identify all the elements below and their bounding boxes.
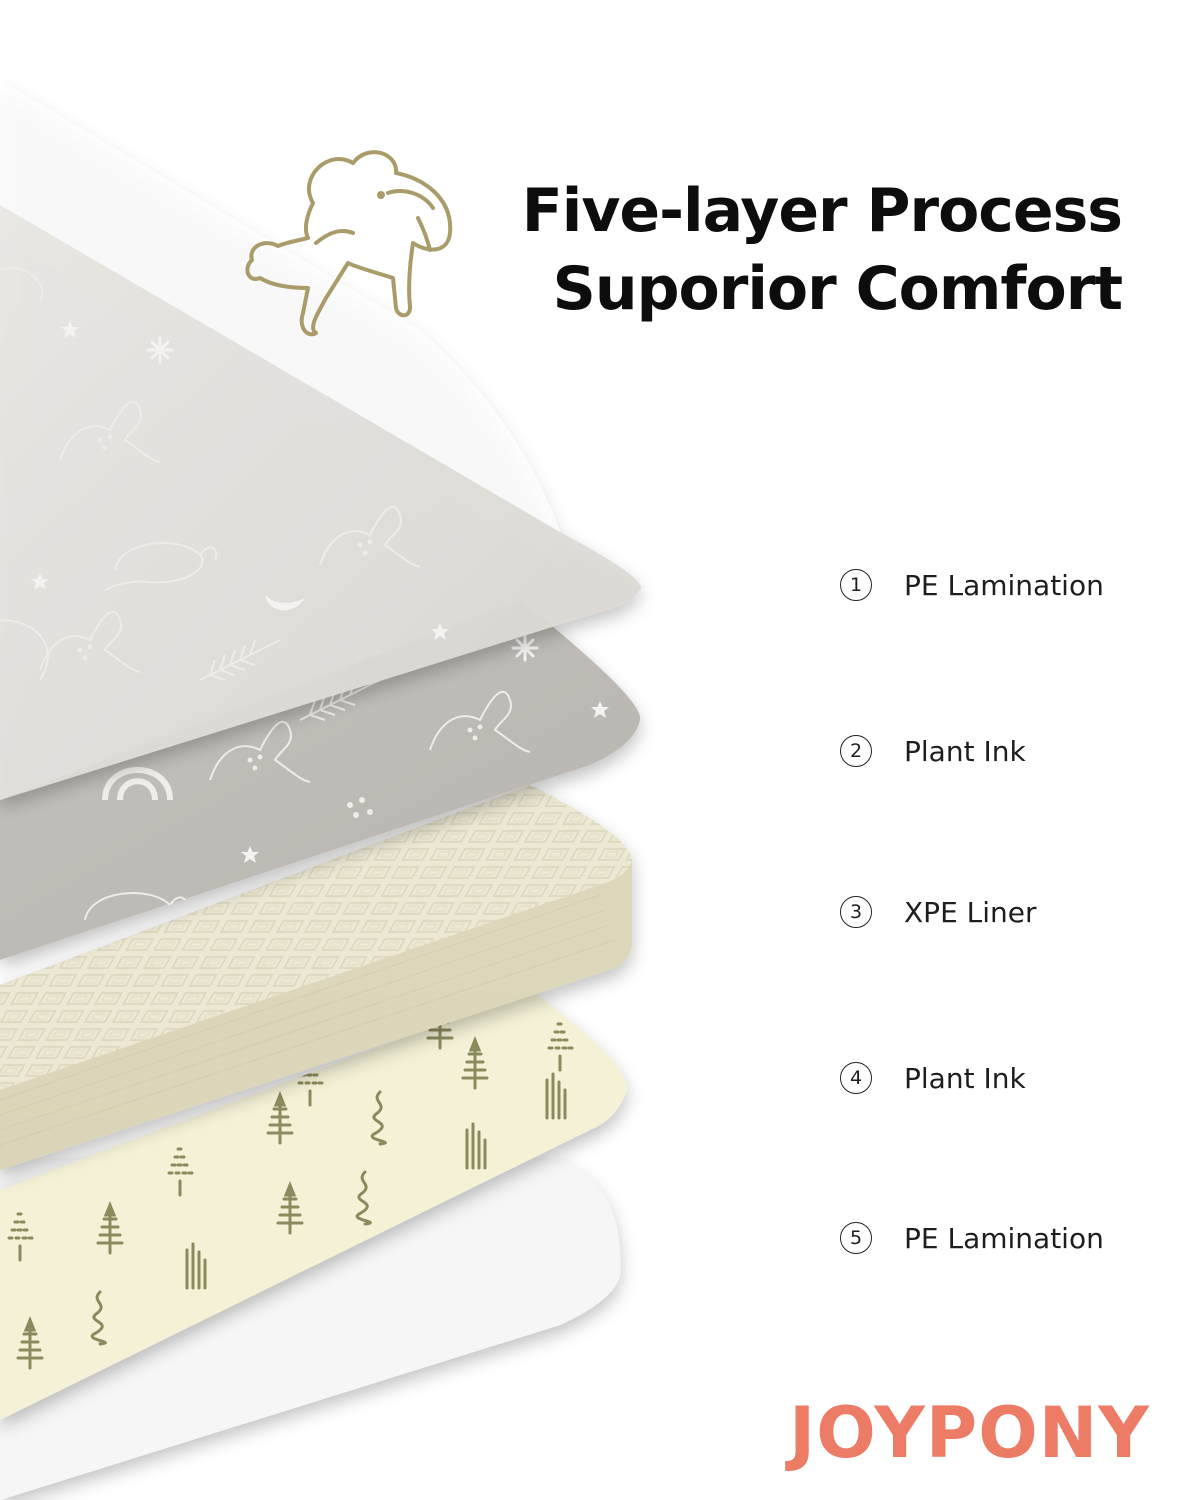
legend-item-1: 1 PE Lamination xyxy=(840,565,1104,605)
legend-label-4: Plant Ink xyxy=(904,1061,1026,1095)
layer-1-pe-lamination xyxy=(0,80,641,800)
circled-number-1: 1 xyxy=(840,569,872,601)
legend-item-2: 2 Plant Ink xyxy=(840,731,1026,771)
legend-item-3: 3 XPE Liner xyxy=(840,892,1037,932)
headline-line-1: Five-layer Process xyxy=(521,176,1123,246)
circled-number-5: 5 xyxy=(840,1222,872,1254)
layer-legend: 1 PE Lamination 2 Plant Ink 3 XPE Liner … xyxy=(840,0,1160,1500)
headline: Five-layer Process Suporior Comfort xyxy=(521,172,1123,328)
legend-item-4: 4 Plant Ink xyxy=(840,1058,1026,1098)
circled-number-2: 2 xyxy=(840,735,872,767)
circled-number-4: 4 xyxy=(840,1062,872,1094)
legend-label-5: PE Lamination xyxy=(904,1221,1104,1255)
headline-line-2: Suporior Comfort xyxy=(552,254,1123,324)
layer-2-plant-ink xyxy=(0,600,641,960)
legend-label-2: Plant Ink xyxy=(904,734,1026,768)
circled-number-3: 3 xyxy=(840,896,872,928)
layer-4-plant-ink xyxy=(0,990,627,1420)
legend-label-3: XPE Liner xyxy=(904,895,1037,929)
legend-label-1: PE Lamination xyxy=(904,568,1104,602)
brand-logo: JOYPONY xyxy=(789,1392,1150,1474)
layer-3-xpe-liner xyxy=(0,785,632,1170)
pony-outline-icon xyxy=(245,150,453,337)
legend-item-5: 5 PE Lamination xyxy=(840,1218,1104,1258)
